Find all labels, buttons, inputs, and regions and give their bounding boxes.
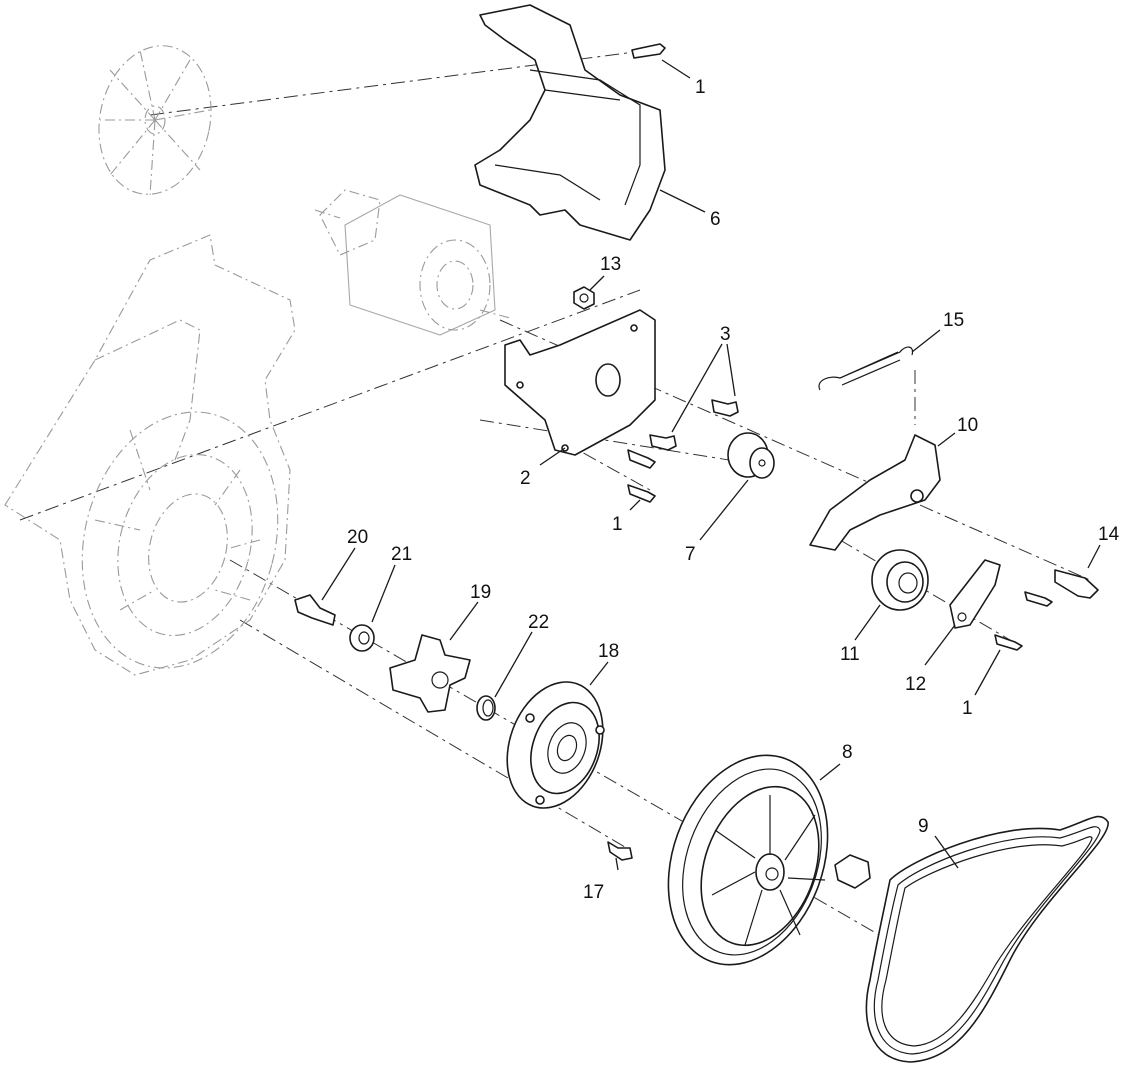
callout-12: 12 <box>905 674 926 695</box>
callout-1-mid: 1 <box>612 514 623 535</box>
callout-11: 11 <box>840 644 860 665</box>
part-6-fan-cover <box>474 4 666 241</box>
callout-17: 17 <box>583 882 604 903</box>
part-22-ring <box>476 695 496 721</box>
callout-22: 22 <box>528 612 549 633</box>
ghost-fan <box>98 45 212 196</box>
callout-labels: 1 6 13 3 15 10 2 1 7 14 11 12 1 20 21 19… <box>347 77 1120 903</box>
callout-9: 9 <box>918 816 929 837</box>
callout-2: 2 <box>520 468 531 489</box>
callout-18: 18 <box>598 641 619 662</box>
part-3-bolts <box>649 399 739 451</box>
part-20-bolt <box>294 594 336 626</box>
ghost-motor <box>314 189 511 336</box>
part-17-screw <box>607 841 633 861</box>
assembly-centerlines <box>19 49 1091 971</box>
callout-1-top: 1 <box>695 77 706 98</box>
part-9-belt <box>865 815 1109 1063</box>
callout-20: 20 <box>347 527 368 548</box>
callout-15: 15 <box>943 310 964 331</box>
part-10-idler-arm <box>809 434 941 551</box>
callout-21: 21 <box>391 544 412 565</box>
part-8-pulley <box>667 754 871 966</box>
part-2-mounting-plate <box>504 309 656 456</box>
callout-14: 14 <box>1098 524 1120 545</box>
part-13-nut <box>573 286 595 310</box>
part-11-bearing <box>871 549 929 611</box>
part-1-screws <box>627 43 1053 651</box>
part-21-washer <box>349 624 375 652</box>
part-12-bracket <box>949 559 1001 629</box>
ghost-housing <box>4 234 296 676</box>
callout-6: 6 <box>710 209 721 230</box>
callout-19: 19 <box>470 582 491 603</box>
callout-8: 8 <box>842 742 853 763</box>
callout-7: 7 <box>685 544 696 565</box>
callout-10: 10 <box>957 415 978 436</box>
callout-13: 13 <box>600 254 621 275</box>
leader-lines <box>321 59 1101 871</box>
part-15-spring <box>818 346 914 391</box>
callout-1-right: 1 <box>962 698 973 719</box>
part-19-coupler <box>389 634 471 713</box>
part-14-shoulder-bolt <box>1054 569 1099 599</box>
part-7-boss <box>727 432 775 479</box>
part-18-bearing-housing <box>506 681 605 809</box>
callout-3: 3 <box>720 324 731 345</box>
